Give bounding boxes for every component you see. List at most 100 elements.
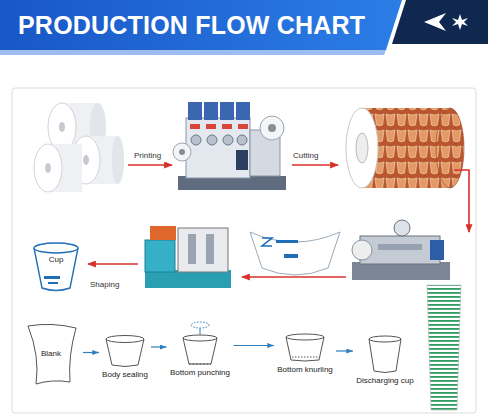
cup-stack: [427, 285, 461, 410]
printing-machine: [207, 135, 217, 145]
step-label: Cutting: [293, 151, 318, 160]
paper-rolls: [34, 144, 62, 192]
shape-outline: [34, 243, 78, 253]
flow-arrow: [234, 345, 275, 346]
flow-arrows: [242, 276, 346, 278]
shape-holder: [283, 333, 327, 363]
header-banner: [0, 0, 488, 55]
step-label: Shaping: [90, 280, 119, 289]
printing-machine: [206, 124, 216, 129]
paper-rolls: [45, 163, 51, 173]
process-step: Body sealing: [100, 334, 150, 380]
shape-outline: [286, 337, 324, 361]
printing-machine: [236, 150, 248, 170]
shape-outline: [189, 364, 211, 365]
printing-machine: [186, 118, 250, 178]
printing-machine: [190, 124, 200, 129]
shape-holder: [103, 334, 147, 368]
paper-rolls: [59, 122, 65, 132]
shape-holder: Blank: [22, 322, 80, 386]
printing-machine: [238, 124, 248, 129]
shape-outline: [106, 336, 144, 343]
cup-stack: [427, 285, 461, 410]
paper-rolls: [48, 103, 76, 151]
shape-outline: [283, 333, 327, 363]
step-name: Cup: [49, 255, 64, 265]
shape-outline: [292, 357, 318, 358]
shape-outline: [48, 282, 58, 284]
printing-machine: [204, 102, 218, 120]
header-banner: [392, 0, 488, 44]
shape-outline: [369, 339, 401, 373]
step-label: Printing: [134, 151, 161, 160]
shape-outline: [30, 238, 82, 292]
paper-rolls: [34, 103, 124, 192]
shape-holder: [179, 320, 221, 366]
flow-arrows: [128, 164, 172, 166]
shape-outline: [44, 276, 60, 279]
flow-arrow: [336, 350, 353, 351]
header-banner: [0, 50, 386, 55]
cup-forming-machine: [145, 240, 175, 272]
shape-outline: [183, 338, 217, 364]
blank-node: Blank: [20, 322, 82, 386]
cup-forming-machine: [178, 228, 228, 272]
shape-holder: [366, 334, 404, 374]
shape-outline: [366, 334, 404, 374]
die-cutting-machine: [352, 220, 450, 280]
step-name: Bottom knurling: [275, 365, 335, 375]
shape-outline: [200, 328, 201, 335]
die-cutting-machine: [352, 262, 450, 280]
shape-outline: [28, 324, 76, 384]
printing-machine: [223, 135, 233, 145]
printing-machine: [220, 102, 234, 120]
flow-arrows: [454, 170, 469, 232]
flow-arrow: [151, 346, 167, 347]
printed-roll: [346, 108, 378, 188]
cup-forming-machine: [206, 234, 214, 264]
header-banner: [424, 13, 446, 31]
process-step: Bottom knurling: [275, 333, 335, 375]
shape-outline: [34, 248, 78, 291]
process-step: Bottom punching: [168, 320, 233, 378]
cup-forming-machine: [150, 226, 176, 240]
printing-machine: [173, 102, 286, 190]
chart-title: PRODUCTION FLOW CHART: [18, 11, 365, 40]
die-cutting-machine: [394, 220, 410, 236]
printing-machine: [173, 143, 191, 161]
flow-arrows: [292, 164, 338, 166]
shape-outline: [369, 336, 401, 342]
shape-outline: [191, 322, 209, 328]
cup-blank: [284, 254, 298, 258]
cup-blank: [262, 238, 272, 246]
step-name: Blank: [41, 349, 61, 359]
shape-outline: [179, 320, 221, 366]
shape-outline: [183, 335, 217, 341]
printing-machine: [268, 124, 276, 132]
content-frame: [12, 88, 476, 413]
cup-forming-machine: [145, 226, 231, 288]
cup-forming-machine: [188, 234, 196, 264]
process-step: Discharging cup: [354, 334, 416, 386]
printing-machine: [260, 116, 284, 140]
printing-machine: [236, 102, 250, 120]
die-cutting-machine: [352, 240, 372, 260]
printed-roll: [346, 108, 464, 188]
header-banner: [0, 0, 402, 50]
paper-rolls: [83, 155, 89, 165]
paper-rolls: [112, 136, 124, 184]
printing-machine: [222, 124, 232, 129]
printing-machine: [237, 135, 247, 145]
shape-holder: Cup: [30, 238, 82, 292]
flow-arrows: [88, 165, 469, 277]
flow-arrows: [88, 263, 138, 265]
printing-machine: [191, 135, 201, 145]
header-banner: [452, 14, 468, 30]
step-name: Bottom punching: [168, 368, 233, 378]
printed-roll: [436, 108, 464, 188]
flow-arrow: [83, 352, 99, 353]
die-cutting-machine: [378, 244, 422, 250]
shape-outline: [286, 334, 324, 340]
